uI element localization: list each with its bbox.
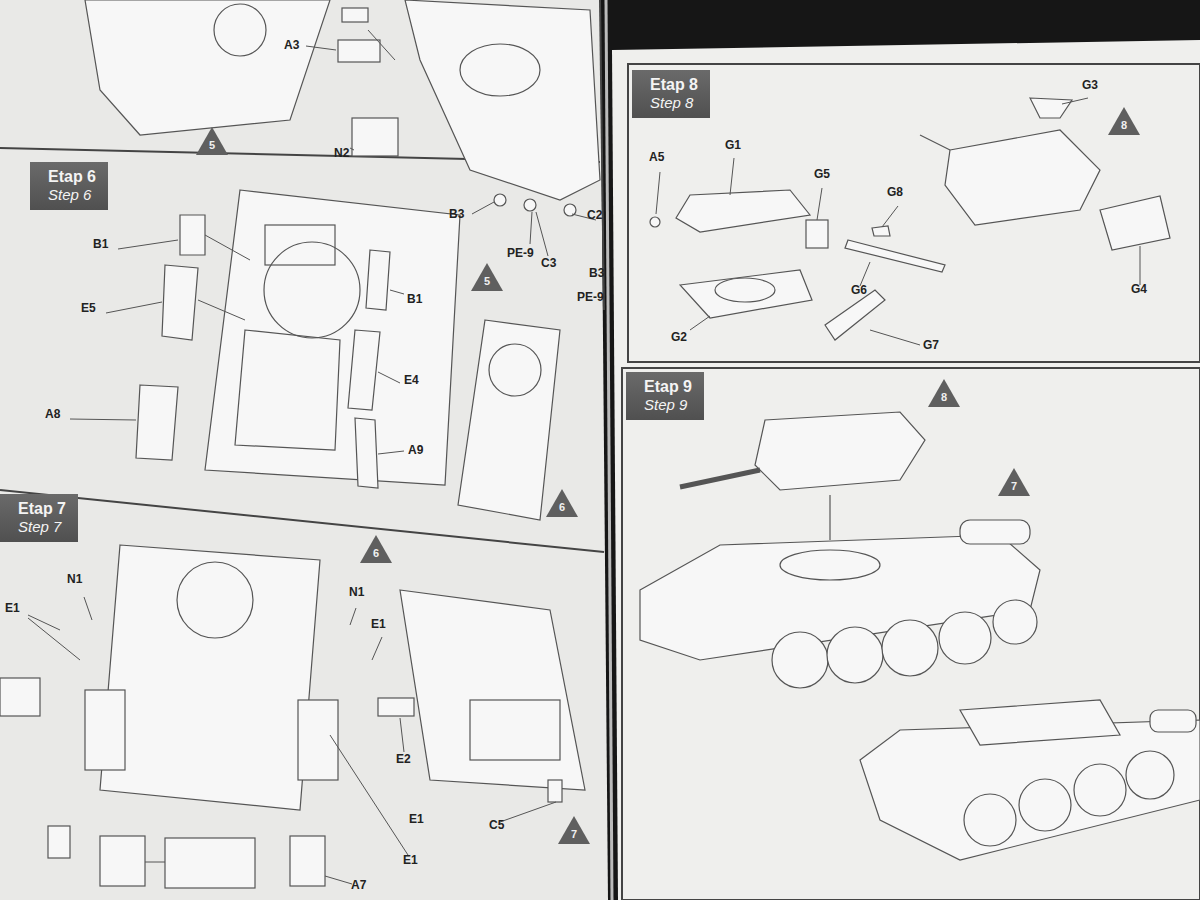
step-title: Etap 9	[644, 377, 692, 396]
step-header: Etap 6Step 6	[30, 162, 108, 210]
callout-number: 6	[352, 547, 400, 559]
part-label: B3	[588, 266, 605, 280]
part-label: PE-9	[506, 246, 535, 260]
part-label: E1	[402, 853, 419, 867]
part-label: A9	[407, 443, 424, 457]
part-label: G3	[1081, 78, 1099, 92]
callout-number: 6	[538, 501, 586, 513]
step-title: Etap 8	[650, 75, 698, 94]
callout-number: 7	[550, 828, 598, 840]
part-label: E2	[395, 752, 412, 766]
part-label: N2	[333, 146, 350, 160]
part-label: E1	[370, 617, 387, 631]
part-label: C5	[488, 818, 505, 832]
step-title: Etap 6	[48, 167, 96, 186]
part-label: C3	[540, 256, 557, 270]
callout-number: 5	[188, 139, 236, 151]
part-label: G7	[922, 338, 940, 352]
step-title: Step 8	[650, 94, 698, 112]
callout-number: 5	[463, 275, 511, 287]
step-title: Step 7	[18, 518, 66, 536]
callout-number: 8	[1100, 119, 1148, 131]
part-label: A3	[283, 38, 300, 52]
step-header: Etap 9Step 9	[626, 372, 704, 420]
sequence-triangle: 5	[188, 126, 236, 156]
sequence-triangle: 6	[538, 488, 586, 518]
part-label: E5	[80, 301, 97, 315]
part-label: B1	[92, 237, 109, 251]
part-label: B3	[448, 207, 465, 221]
part-label: B1	[406, 292, 423, 306]
part-label: G8	[886, 185, 904, 199]
step-title: Etap 7	[18, 499, 66, 518]
sequence-triangle: 5	[463, 262, 511, 292]
step-title: Step 9	[644, 396, 692, 414]
part-label: G4	[1130, 282, 1148, 296]
step-header: Etap 8Step 8	[632, 70, 710, 118]
part-label: N1	[66, 572, 83, 586]
callout-number: 7	[990, 480, 1038, 492]
part-label: E4	[403, 373, 420, 387]
sequence-triangle: 6	[352, 534, 400, 564]
part-label: A7	[350, 878, 367, 892]
part-label: C2	[586, 208, 603, 222]
sequence-triangle: 8	[1100, 106, 1148, 136]
part-label: G6	[850, 283, 868, 297]
part-label: E1	[408, 812, 425, 826]
part-label: E1	[4, 601, 21, 615]
sequence-triangle: 7	[990, 467, 1038, 497]
step-title: Step 6	[48, 186, 96, 204]
callout-number: 8	[920, 391, 968, 403]
part-label: PE-9	[576, 290, 605, 304]
part-label: N1	[348, 585, 365, 599]
part-label: A8	[44, 407, 61, 421]
sequence-triangle: 8	[920, 378, 968, 408]
part-label: G2	[670, 330, 688, 344]
sequence-triangle: 7	[550, 815, 598, 845]
part-label: A5	[648, 150, 665, 164]
step-header: Etap 7Step 7	[0, 494, 78, 542]
part-label: G1	[724, 138, 742, 152]
part-label: G5	[813, 167, 831, 181]
